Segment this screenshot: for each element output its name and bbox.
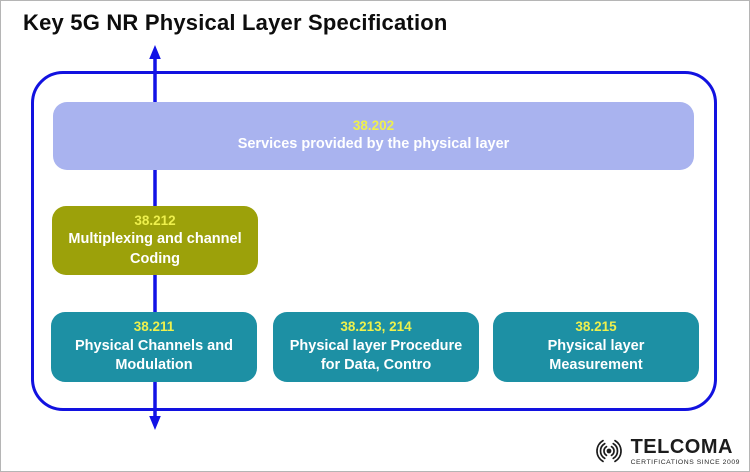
diagram-outline-frame bbox=[31, 71, 717, 411]
physical-procedure-box-code: 38.213, 214 bbox=[340, 319, 412, 335]
services-box-code: 38.202 bbox=[352, 118, 395, 134]
logo-text: TELCOMA CERTIFICATIONS SINCE 2009 bbox=[631, 437, 740, 466]
physical-measurement-box-code: 38.215 bbox=[575, 319, 617, 335]
services-box-label: Services provided by the physical layer bbox=[237, 136, 510, 153]
page-title: Key 5G NR Physical Layer Specification bbox=[23, 10, 448, 35]
physical-channels-box-label: Physical Channels and Modulation bbox=[75, 337, 233, 374]
physical-channels-box: 38.211 Physical Channels and Modulation bbox=[51, 312, 257, 382]
multiplexing-box: 38.212 Multiplexing and channel Coding bbox=[52, 206, 258, 275]
physical-procedure-box: 38.213, 214 Physical layer Procedure for… bbox=[273, 312, 479, 382]
logo-name: TELCOMA bbox=[630, 435, 733, 458]
physical-channels-box-code: 38.211 bbox=[133, 319, 175, 335]
physical-measurement-box-label: Physical layer Measurement bbox=[547, 337, 645, 374]
logo-tagline: CERTIFICATIONS SINCE 2009 bbox=[630, 458, 740, 466]
services-box: 38.202 Services provided by the physical… bbox=[53, 102, 694, 170]
multiplexing-box-label: Multiplexing and channel Coding bbox=[68, 231, 242, 267]
physical-procedure-box-label: Physical layer Procedure for Data, Contr… bbox=[289, 337, 463, 374]
radio-waves-icon bbox=[595, 439, 622, 463]
multiplexing-box-code: 38.212 bbox=[134, 212, 176, 228]
telcoma-logo: TELCOMA CERTIFICATIONS SINCE 2009 bbox=[590, 436, 740, 466]
physical-measurement-box: 38.215 Physical layer Measurement bbox=[493, 312, 699, 382]
